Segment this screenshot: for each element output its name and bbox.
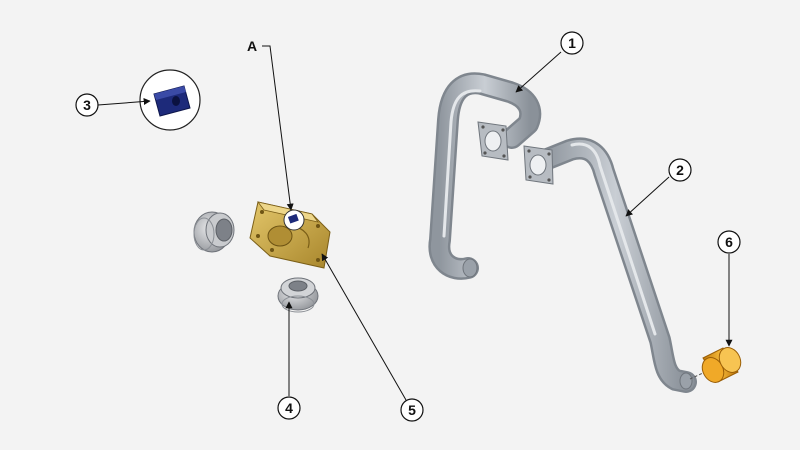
insert-detail-part-3 xyxy=(139,69,201,131)
callout-4: 4 xyxy=(277,396,301,420)
pipe-1-flange xyxy=(477,121,509,161)
svg-text:1: 1 xyxy=(568,35,576,51)
cap-alignment-line xyxy=(689,371,706,380)
leader-1 xyxy=(515,51,562,93)
svg-text:5: 5 xyxy=(408,402,416,418)
callout-2: 2 xyxy=(668,158,692,182)
callout-1: 1 xyxy=(560,31,584,55)
end-cap-part-6 xyxy=(701,347,742,383)
svg-text:4: 4 xyxy=(285,400,293,416)
callout-6: 6 xyxy=(717,230,741,254)
coupler-part-4 xyxy=(277,277,319,313)
svg-text:2: 2 xyxy=(676,162,684,178)
svg-text:3: 3 xyxy=(83,97,91,113)
manifold-part-5 xyxy=(249,201,331,269)
svg-text:6: 6 xyxy=(725,234,733,250)
callout-5: 5 xyxy=(400,398,424,422)
pipe-2-flange xyxy=(523,145,554,185)
callout-3: 3 xyxy=(75,93,99,117)
detail-a-label: A xyxy=(247,38,257,54)
pipe-2 xyxy=(523,137,697,393)
leader-5 xyxy=(321,253,407,401)
leader-detail-a xyxy=(262,45,294,211)
leader-2 xyxy=(625,176,670,217)
leader-3 xyxy=(97,97,151,106)
pipe-1 xyxy=(428,72,542,280)
coupler-left xyxy=(193,211,235,253)
